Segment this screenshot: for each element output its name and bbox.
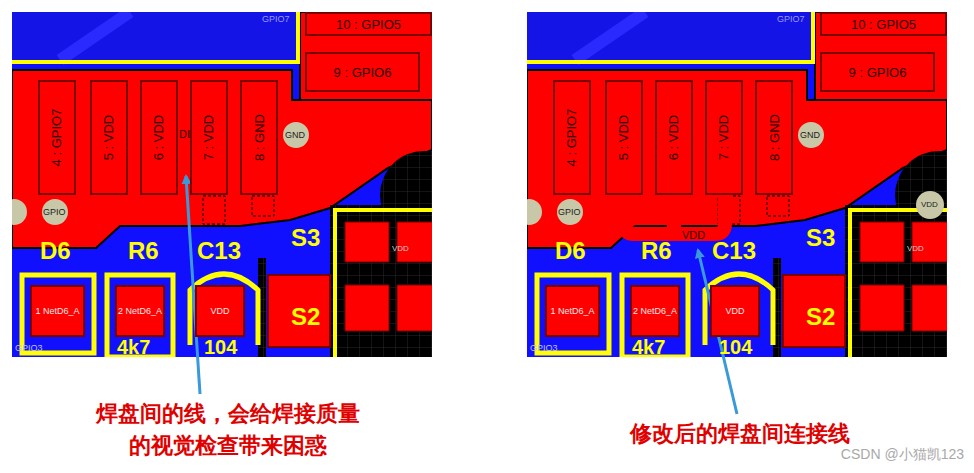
pcb-pad: 4 : GPIO7 xyxy=(553,80,591,195)
silkscreen-label: 4k7 xyxy=(117,336,150,359)
pcb-pad: 9 : GPIO6 xyxy=(305,52,420,92)
silkscreen-label: S3 xyxy=(291,224,320,252)
pad-label: 10 : GPIO5 xyxy=(336,17,401,32)
pcb-pad: 10 : GPIO5 xyxy=(820,12,947,36)
silkscreen-label: GND xyxy=(285,130,305,140)
pad-label: 2 NetD6_A xyxy=(118,306,162,317)
silkscreen-label: D6 xyxy=(555,237,586,265)
silkscreen-label: GPIO xyxy=(43,207,66,217)
silkscreen-label: C13 xyxy=(197,237,241,265)
silkscreen-label: 4k7 xyxy=(632,336,665,359)
silkscreen-label: R6 xyxy=(128,237,159,265)
silkscreen-label: VDD xyxy=(907,244,924,253)
silkscreen-label: GND xyxy=(800,130,820,140)
pcb-pad: 4 : GPIO7 xyxy=(38,80,76,195)
silkscreen-label: R6 xyxy=(641,237,672,265)
pcb-pad: 5 : VDD xyxy=(605,80,643,195)
pcb-pad: 6 : VDD xyxy=(655,80,693,195)
silkscreen-label: GPIO3 xyxy=(530,343,558,353)
pcb-pad: 2 NetD6_A xyxy=(115,285,165,337)
pad-label: 2 NetD6_A xyxy=(633,306,677,317)
silkscreen-label: GPIO7 xyxy=(777,14,805,24)
pcb-pad: 10 : GPIO5 xyxy=(305,12,432,36)
pad-label: 4 : GPIO7 xyxy=(565,109,580,167)
pcb-pad: 9 : GPIO6 xyxy=(820,52,935,92)
silkscreen-label: D6 xyxy=(40,237,71,265)
pcb-pad: 1 NetD6_A xyxy=(30,285,85,337)
silkscreen-label: VDD xyxy=(921,200,938,209)
pad-label: 1 NetD6_A xyxy=(35,306,79,317)
pad-label: 6 : VDD xyxy=(667,115,682,161)
silkscreen-label: S2 xyxy=(806,303,835,331)
pcb-pad: 8 : GND xyxy=(240,80,278,195)
silkscreen-label: GPIO xyxy=(558,207,581,217)
annotation-text: 修改后的焊盘间连接线 xyxy=(560,418,920,450)
pad-label: VDD xyxy=(210,306,229,317)
silkscreen-label: DI xyxy=(179,128,190,141)
pad-label: VDD xyxy=(725,306,744,317)
pcb-pad: 1 NetD6_A xyxy=(545,285,600,337)
pad-label: 7 : VDD xyxy=(717,115,732,161)
pad-label: 10 : GPIO5 xyxy=(851,17,916,32)
pcb-pad: 6 : VDD xyxy=(140,80,178,195)
silkscreen-label: S3 xyxy=(806,224,835,252)
pad-label: 1 NetD6_A xyxy=(550,306,594,317)
silkscreen-label: S2 xyxy=(291,303,320,331)
silkscreen-label: GPIO7 xyxy=(262,14,290,24)
pad-label: 6 : VDD xyxy=(152,115,167,161)
pcb-pad: VDD xyxy=(710,285,760,337)
pcb-pad: 7 : VDD xyxy=(705,80,743,195)
pad-label: 4 : GPIO7 xyxy=(50,109,65,167)
pad-label: 8 : GND xyxy=(767,114,782,161)
pcb-pad: 7 : VDD xyxy=(190,80,228,195)
pcb-pad: 5 : VDD xyxy=(90,80,128,195)
pad-label: 5 : VDD xyxy=(102,115,117,161)
pad-label: 9 : GPIO6 xyxy=(334,65,392,80)
silkscreen-label: 104 xyxy=(719,336,752,359)
pcb-pad: VDD xyxy=(195,285,245,337)
pcb-pad: 2 NetD6_A xyxy=(630,285,680,337)
pad-label: 8 : GND xyxy=(252,114,267,161)
silkscreen-label: 104 xyxy=(204,336,237,359)
silkscreen-label: C13 xyxy=(712,237,756,265)
silkscreen-label: VDD xyxy=(392,244,409,253)
pad-label: 9 : GPIO6 xyxy=(849,65,907,80)
pad-label: 5 : VDD xyxy=(617,115,632,161)
pad-label: 7 : VDD xyxy=(202,115,217,161)
annotation-text: 焊盘间的线，会给焊接质量 的视觉检查带来困惑 xyxy=(38,398,418,462)
silkscreen-label: GPIO3 xyxy=(15,343,43,353)
silkscreen-label: VDD xyxy=(682,229,705,242)
watermark: CSDN @小猫凯123 xyxy=(841,446,964,462)
pcb-pad: 8 : GND xyxy=(755,80,793,195)
